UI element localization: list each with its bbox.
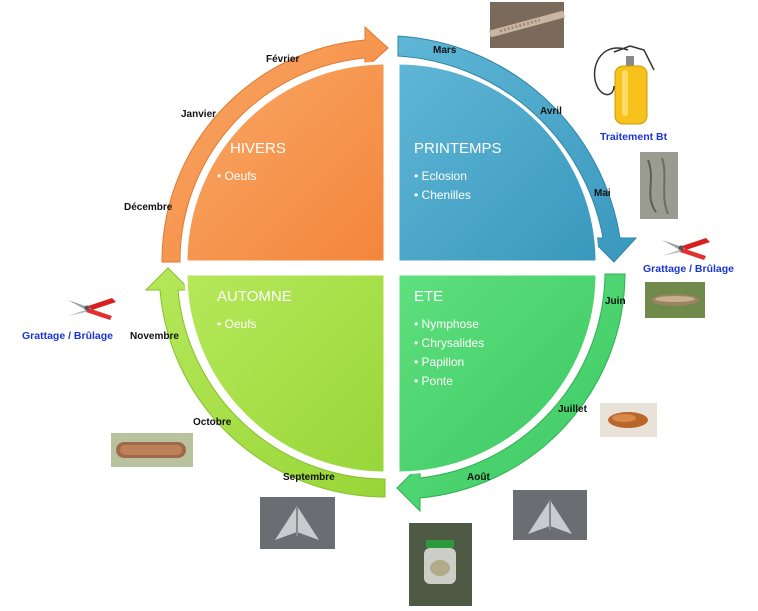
summer-quadrant [396,272,626,513]
summer-item: • Ponte [414,374,453,388]
summer-item: • Papillon [414,355,464,369]
summer-arrow-ring [396,273,626,513]
month-fevrier: Février [266,54,299,65]
month-janvier: Janvier [181,109,216,120]
month-juillet: Juillet [558,404,588,415]
egg-band-photo [489,2,565,48]
summer-title: ETE [414,288,443,305]
summer-sector [396,272,599,475]
month-novembre: Novembre [130,331,179,342]
spring-item: • Eclosion [414,169,467,183]
month-mai: Mai [594,188,611,199]
winter-sector [184,61,387,264]
spring-arrow-ring [397,35,638,263]
autumn-quadrant [144,267,387,498]
moth-photo [513,490,587,540]
pheromone-trap-photo [409,523,472,606]
pruning-shears-icon [68,298,116,320]
spring-title: PRINTEMPS [414,140,502,157]
winter-title: HIVERS [230,140,286,157]
month-avril: Avril [540,106,562,117]
summer-item: • Chrysalides [414,336,484,350]
spring-quadrant [396,35,638,264]
summer-item: • Nymphose [414,317,479,331]
month-mars: Mars [433,45,457,56]
month-aout: Août [467,472,490,483]
winter-item: • Oeufs [217,169,257,183]
month-septembre: Septembre [283,472,335,483]
chrysalis-photo [600,403,657,437]
autumn-title: AUTOMNE [217,288,292,305]
caterpillar-nest-photo [640,152,678,219]
sprayer-icon [593,45,655,125]
month-octobre: Octobre [193,417,232,428]
egg-ring-photo [111,433,193,467]
month-decembre: Décembre [124,202,173,213]
winter-arrow-ring [161,25,389,263]
treatment-bt-label: Traitement Bt [600,131,668,143]
autumn-item: • Oeufs [217,317,257,331]
autumn-arrow-ring [144,267,386,498]
autumn-sector [184,272,387,475]
caterpillar-photo [645,282,705,318]
spring-item: • Chenilles [414,188,471,202]
month-juin: Juin [605,296,626,307]
treatment-grattage-left: Grattage / Brûlage [22,330,113,342]
moth-photo [260,497,335,549]
winter-quadrant [161,25,389,264]
pruning-shears-icon [662,238,710,260]
treatment-grattage-right: Grattage / Brûlage [643,263,734,275]
spring-sector [396,61,599,264]
